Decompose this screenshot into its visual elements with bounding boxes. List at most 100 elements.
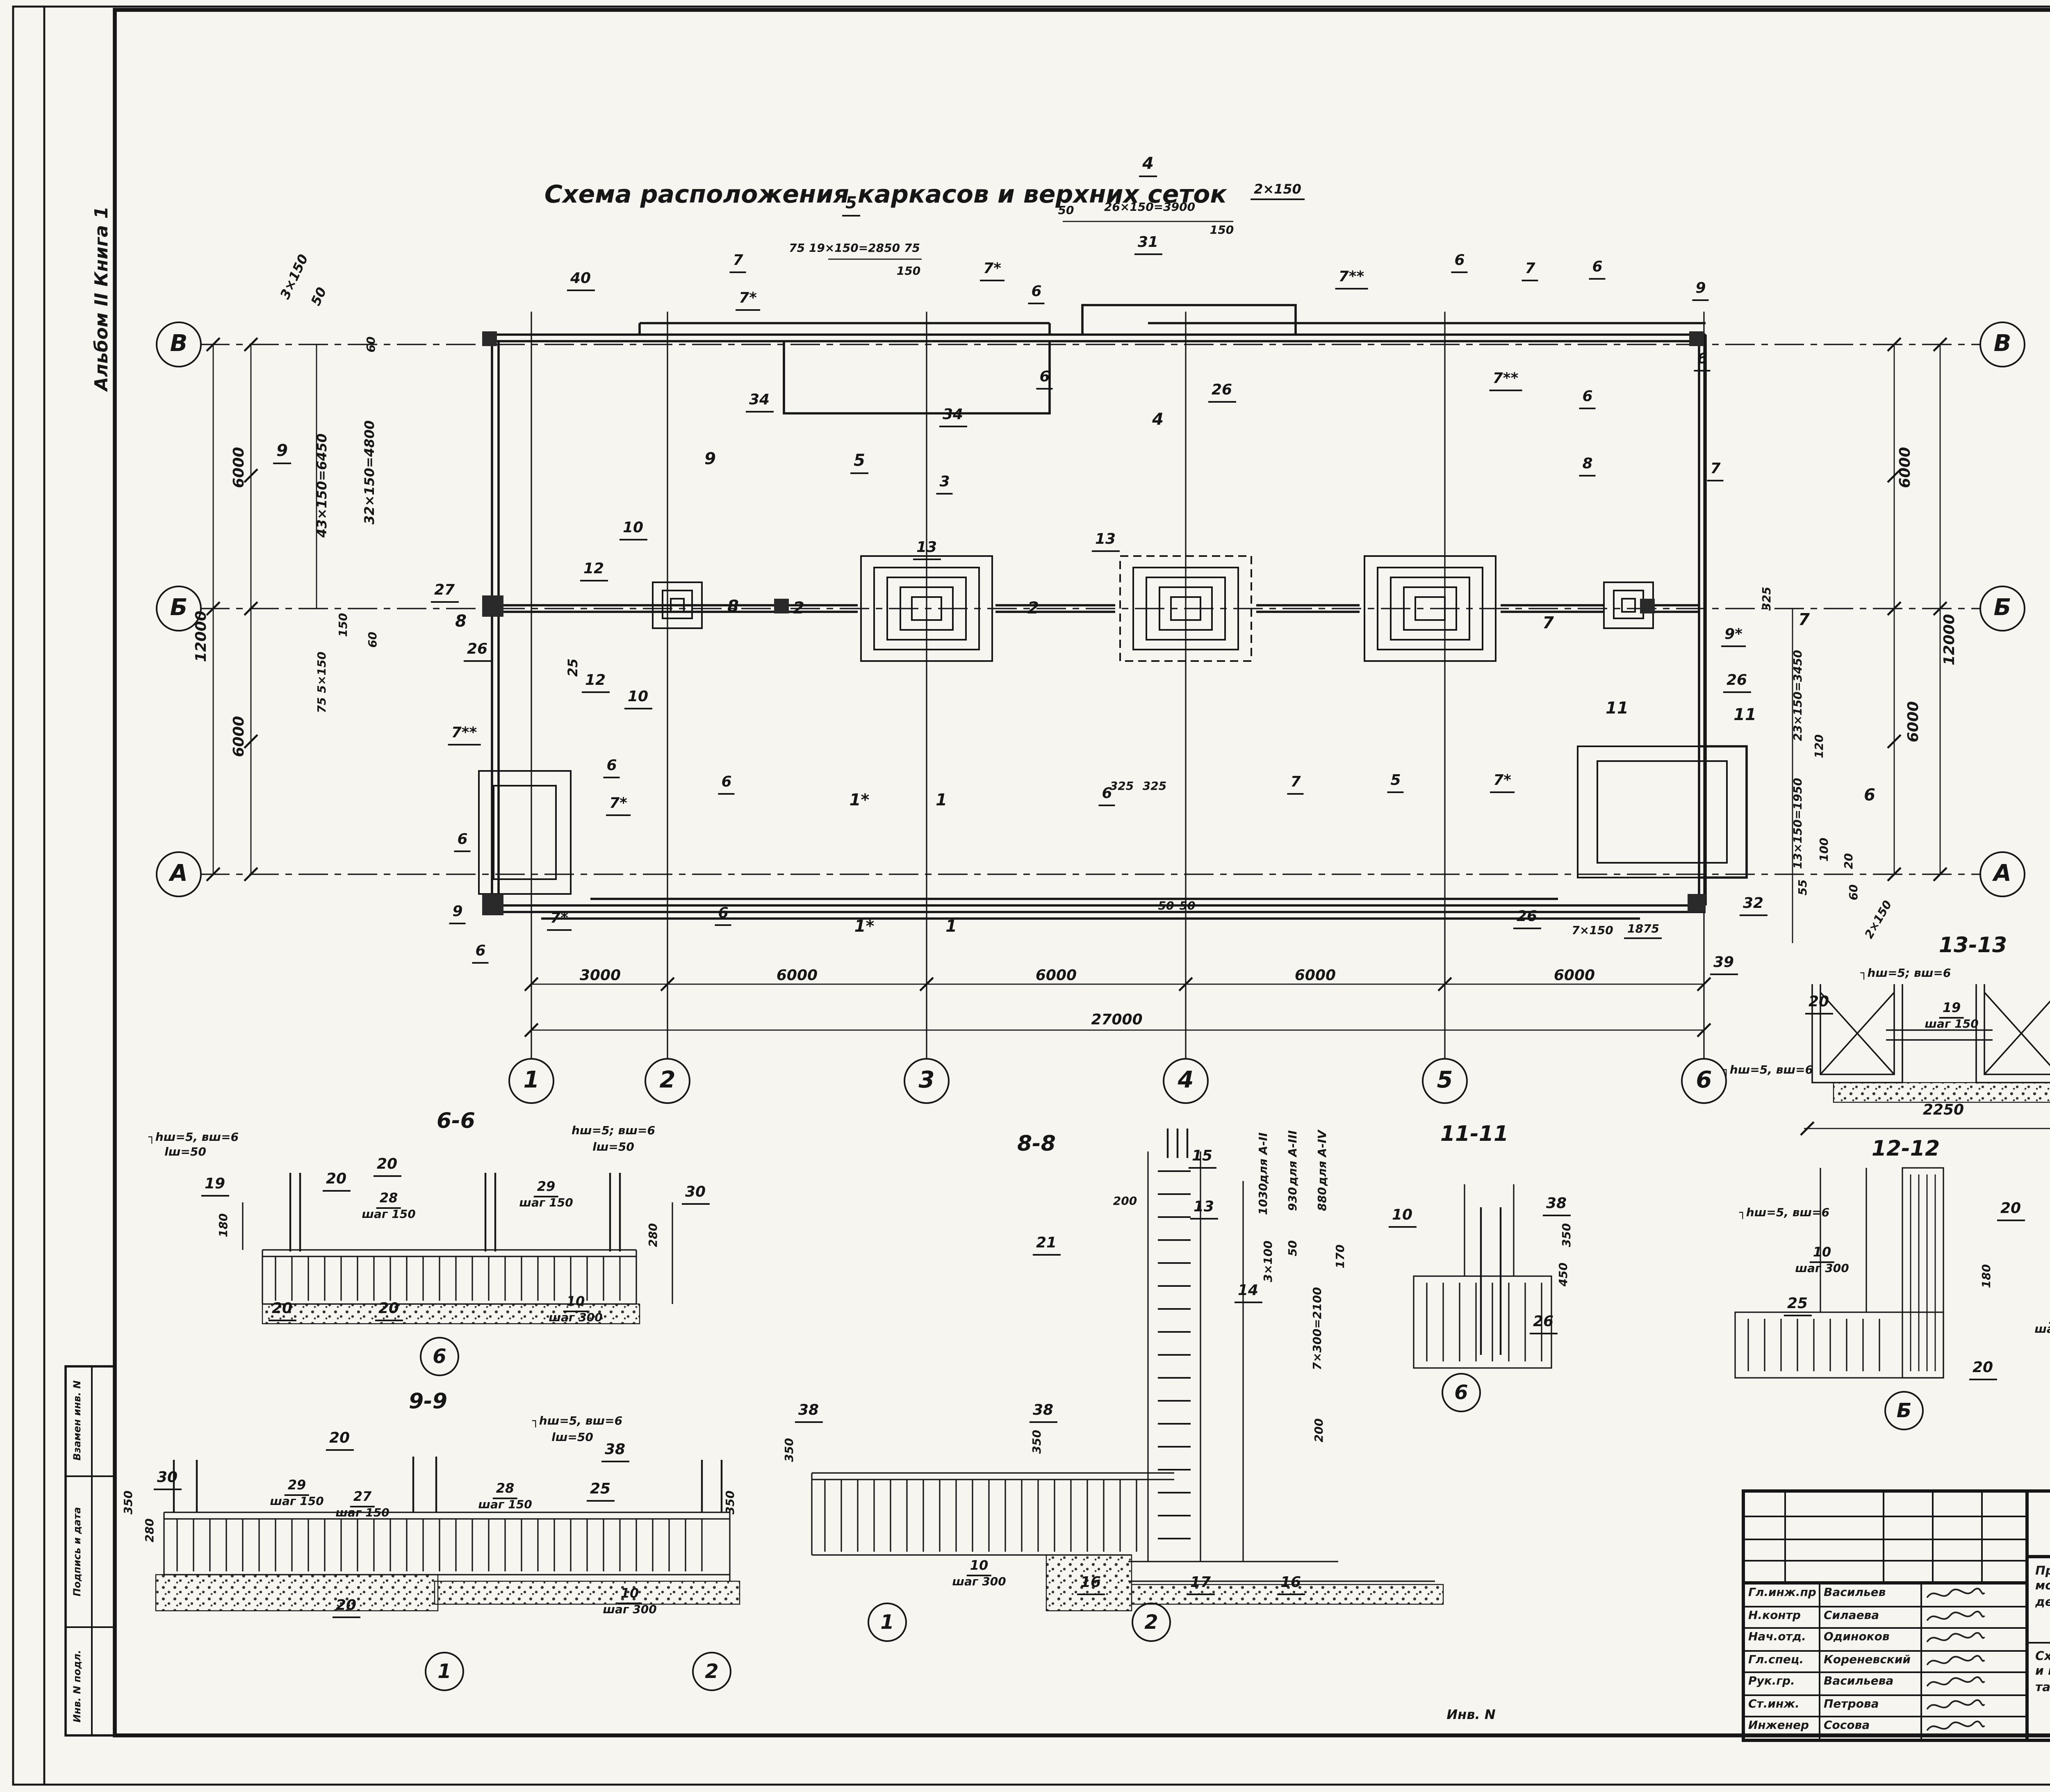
drawing-label: 1: [945, 919, 957, 937]
text-line: тах. Сечения 6-6, 9-9...12-12: [2035, 1679, 2050, 1694]
section-9-9: [155, 1457, 740, 1612]
drawing-label: 6: [1098, 787, 1116, 806]
drawing-label: 75 19×150=2850 75: [789, 242, 920, 255]
drawing-label: 26: [1513, 910, 1541, 929]
text-line: Схема расположения каркасов: [2035, 1648, 2050, 1663]
drawing-label: 50: [1179, 900, 1196, 913]
drawing-label: 20: [375, 1302, 403, 1321]
drawing-label: 8: [727, 599, 739, 617]
axis-bubble: 2: [645, 1058, 690, 1104]
signature-row: Нач.отд.Одиноков: [1745, 1627, 2025, 1650]
drawing-label: 450: [1557, 1262, 1570, 1287]
drawing-label: шаг 300: [952, 1575, 1006, 1589]
drawing-label: 20: [322, 1173, 350, 1192]
drawing-label: 100: [1818, 837, 1831, 862]
drawing-label: Подпись и дата: [72, 1507, 84, 1596]
signature-squiggle: [1926, 1632, 1985, 1643]
drawing-label: 18: [2049, 1307, 2050, 1324]
drawing-label: 6000: [1553, 969, 1595, 985]
drawing-label: 7: [1522, 262, 1539, 281]
drawing-label: 200: [1313, 1418, 1326, 1443]
drawing-label: 20: [268, 1302, 296, 1321]
drawing-label: 27: [430, 584, 458, 603]
drawing-label: 13: [1190, 1201, 1218, 1220]
plan-footings: [478, 555, 1747, 895]
drawing-label: 180: [217, 1213, 230, 1238]
drawing-label: шаг 300: [549, 1311, 603, 1325]
drawing-label: 13: [1091, 533, 1119, 552]
role-cell: Нач.отд.: [1745, 1629, 1820, 1650]
drawing-label: 34: [939, 408, 967, 427]
drawing-label: 9: [1692, 282, 1709, 301]
drawing-label: 40: [567, 272, 594, 291]
drawing-label: шаг 150: [362, 1208, 416, 1221]
drawing-label: 43×150=6450: [315, 433, 330, 538]
drawing-label: 9: [704, 451, 716, 469]
drawing-label: шаг 150: [270, 1495, 324, 1508]
drawing-label: ┐hш=5; вш=6: [1860, 967, 1951, 980]
role-cell: Н.контр: [1745, 1607, 1820, 1628]
drawing-label: 25: [586, 1483, 614, 1502]
drawing-label: 6000: [1906, 701, 1923, 743]
section-13-13: [1800, 984, 2050, 1136]
axis-bubble: Б: [1884, 1391, 1924, 1430]
drawing-label: 8-8: [1017, 1133, 1056, 1157]
drawing-label: hш=5; вш=6: [572, 1124, 655, 1138]
role-cell: Гл.спец.: [1745, 1651, 1820, 1672]
drawing-label: 20: [326, 1432, 353, 1451]
drawing-label: 350: [122, 1490, 135, 1515]
axis-bubble: В: [1979, 321, 2025, 367]
drawing-label: 120: [1813, 734, 1826, 759]
text-line: и верхних сеток в фундамен-: [2035, 1664, 2050, 1678]
drawing-label: 29: [284, 1479, 310, 1496]
drawing-label: lш=50: [592, 1141, 634, 1154]
drawing-label: 1: [936, 792, 947, 810]
drawing-label: 6: [1028, 285, 1045, 304]
drawing-label: 12: [581, 674, 609, 693]
name-cell: Одиноков: [1820, 1629, 1922, 1650]
drawing-label: 6: [454, 833, 471, 852]
drawing-label: 6: [1589, 261, 1606, 280]
drawing-label: 9*: [1721, 628, 1746, 647]
drawing-label: 20: [1997, 1202, 2025, 1221]
drawing-label: 6-6: [437, 1110, 475, 1134]
name-cell: Васильева: [1820, 1673, 1922, 1694]
drawing-label: 5: [850, 454, 868, 474]
drawing-label: 1*: [849, 792, 870, 810]
drawing-label: 27: [350, 1490, 375, 1507]
drawing-label: 11: [1733, 707, 1756, 725]
axis-bubble: 4: [1163, 1058, 1209, 1104]
axis-bubble: А: [1979, 851, 2025, 897]
drawing-label: 25: [566, 658, 581, 677]
title-block: т.п. А-II, III, IV-450-320,86 КЖ Гл.инж.…: [1742, 1489, 2050, 1742]
drawing-label: 20: [1843, 853, 1856, 869]
document-number: т.п. А-II, III, IV-450-320,86 КЖ: [2025, 1493, 2050, 1558]
drawing-label: 10: [617, 1587, 642, 1604]
axis-bubble: 6: [1442, 1373, 1481, 1412]
signature-row: Гл.спец.Кореневский: [1745, 1649, 2025, 1672]
drawing-label: 26: [463, 643, 491, 662]
drawing-label: 325: [1142, 780, 1167, 793]
axis-bubble: 2: [1132, 1603, 1171, 1642]
signature-squiggle: [1926, 1721, 1985, 1732]
drawing-label: 6000: [1035, 969, 1077, 985]
drawing-label: 3×100: [1262, 1240, 1275, 1282]
drawing-label: 10: [619, 522, 647, 540]
drawing-label: 32×150=4800: [362, 420, 377, 525]
plan-dimensions: [206, 221, 1947, 1037]
drawing-label: 350: [724, 1490, 737, 1515]
axis-bubble: 1: [508, 1058, 554, 1104]
drawing-label: 11: [1606, 700, 1629, 718]
signature-squiggle: [1926, 1676, 1985, 1687]
drawing-label: 325: [1761, 586, 1774, 611]
drawing-label: 20: [373, 1158, 401, 1177]
drawing-label: 20: [1805, 996, 1833, 1015]
drawing-label: 4: [1152, 412, 1164, 430]
drawing-label: для А-II: [1257, 1132, 1270, 1184]
drawing-label: Инв. N подл.: [72, 1650, 84, 1723]
revision-table: [1745, 1493, 2025, 1583]
drawing-label: шаг 150: [1925, 1018, 1979, 1031]
drawing-label: lш=50: [551, 1431, 593, 1444]
drawing-label: 8: [1579, 458, 1596, 476]
